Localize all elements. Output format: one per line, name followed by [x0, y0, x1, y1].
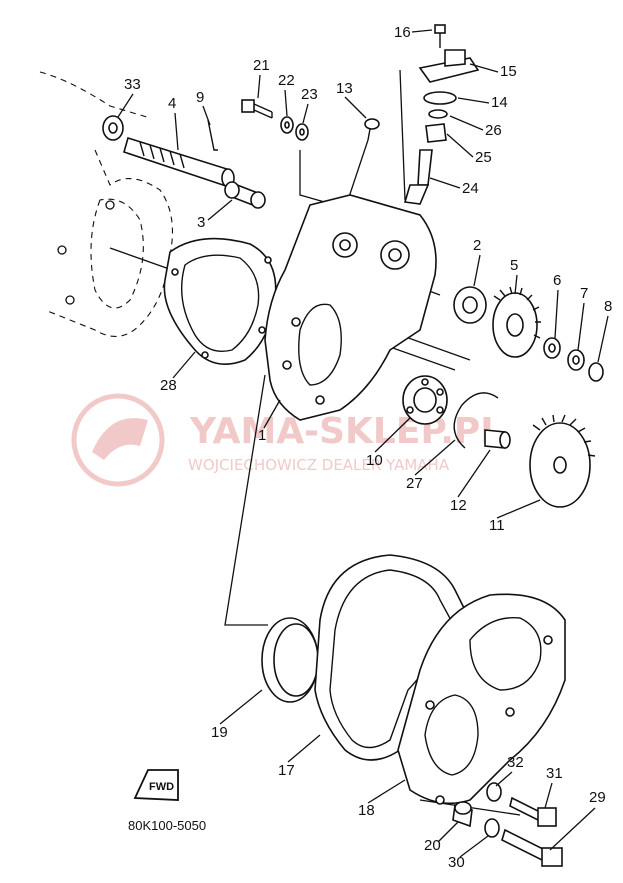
part-6-nut — [543, 337, 561, 359]
part-21-bolt — [241, 99, 273, 119]
part-22-washer — [280, 116, 294, 134]
callout-leaders — [117, 29, 609, 858]
part-19-seal — [261, 617, 319, 703]
part-31-bolt — [509, 796, 557, 827]
callout-13: 13 — [336, 80, 353, 97]
part-10-bearing — [402, 375, 448, 425]
callout-27: 27 — [406, 475, 423, 492]
part-30-washer — [484, 818, 500, 838]
callout-6: 6 — [553, 272, 561, 289]
part-7-washer — [567, 349, 585, 371]
callout-16: 16 — [394, 24, 411, 41]
callout-28: 28 — [160, 377, 177, 394]
callout-31: 31 — [546, 765, 563, 782]
callout-15: 15 — [500, 63, 517, 80]
callout-22: 22 — [278, 72, 295, 89]
callout-33: 33 — [124, 76, 141, 93]
callout-17: 17 — [278, 762, 295, 779]
callout-29: 29 — [589, 789, 606, 806]
part-5-gear — [492, 286, 541, 358]
part-2-bearing — [453, 286, 487, 324]
callout-4: 4 — [168, 95, 176, 112]
callout-21: 21 — [253, 57, 270, 74]
watermark: YAMA-SKLEP.PL WOJCIECHOWICZ DEALER YAMAH… — [71, 393, 503, 487]
part-4-shaft — [123, 136, 235, 188]
forward-badge-label: FWD — [149, 781, 174, 793]
callout-labels: 16 15 14 26 25 24 21 22 23 13 33 4 9 3 2… — [124, 24, 612, 871]
part-20-dowel — [452, 801, 473, 828]
part-3-collar — [224, 181, 266, 209]
callout-11: 11 — [489, 517, 505, 534]
crankcase-outline — [39, 71, 173, 337]
callout-12: 12 — [450, 497, 467, 514]
part-1-housing — [264, 194, 437, 421]
part-11-gear — [529, 414, 596, 508]
part-32-washer — [486, 782, 502, 802]
callout-9: 9 — [196, 89, 204, 106]
callout-20: 20 — [424, 837, 441, 854]
callout-7: 7 — [580, 285, 588, 302]
watermark-logo — [71, 393, 165, 487]
part-33-washer — [102, 115, 124, 141]
part-9-pin — [207, 119, 218, 151]
callout-18: 18 — [358, 802, 375, 819]
callout-19: 19 — [211, 724, 228, 741]
callout-32: 32 — [507, 754, 524, 771]
part-14-oring — [423, 91, 457, 105]
part-8-clip — [588, 362, 604, 382]
callout-23: 23 — [301, 86, 318, 103]
part-12-pin — [484, 429, 511, 449]
figure-code: 80K100-5050 — [128, 818, 206, 833]
callout-5: 5 — [510, 257, 518, 274]
callout-30: 30 — [448, 854, 465, 871]
callout-10: 10 — [366, 452, 383, 469]
part-15-fitting — [418, 49, 480, 83]
part-24-gear-shaft — [403, 149, 433, 205]
part-27-circlip — [453, 392, 499, 449]
callout-26: 26 — [485, 122, 502, 139]
part-18-cover — [397, 593, 566, 805]
part-28-gasket — [163, 237, 277, 366]
callout-3: 3 — [197, 214, 205, 231]
callout-2: 2 — [473, 237, 481, 254]
callout-25: 25 — [475, 149, 492, 166]
part-13-screw — [364, 118, 380, 141]
part-25-bushing — [425, 123, 447, 143]
watermark-logo-mark — [92, 418, 148, 460]
part-16-screw — [434, 24, 446, 48]
watermark-line1: YAMA-SKLEP.PL — [189, 411, 503, 452]
callout-8: 8 — [604, 298, 612, 315]
callout-1: 1 — [258, 427, 266, 444]
callout-14: 14 — [491, 94, 508, 111]
callout-24: 24 — [462, 180, 479, 197]
part-23-washer — [295, 123, 309, 141]
part-26-washer — [428, 109, 448, 119]
watermark-line2: WOJCIECHOWICZ DEALER YAMAHA — [188, 456, 450, 474]
forward-arrow-icon: FWD — [133, 769, 179, 801]
part-29-bolt — [501, 828, 563, 867]
